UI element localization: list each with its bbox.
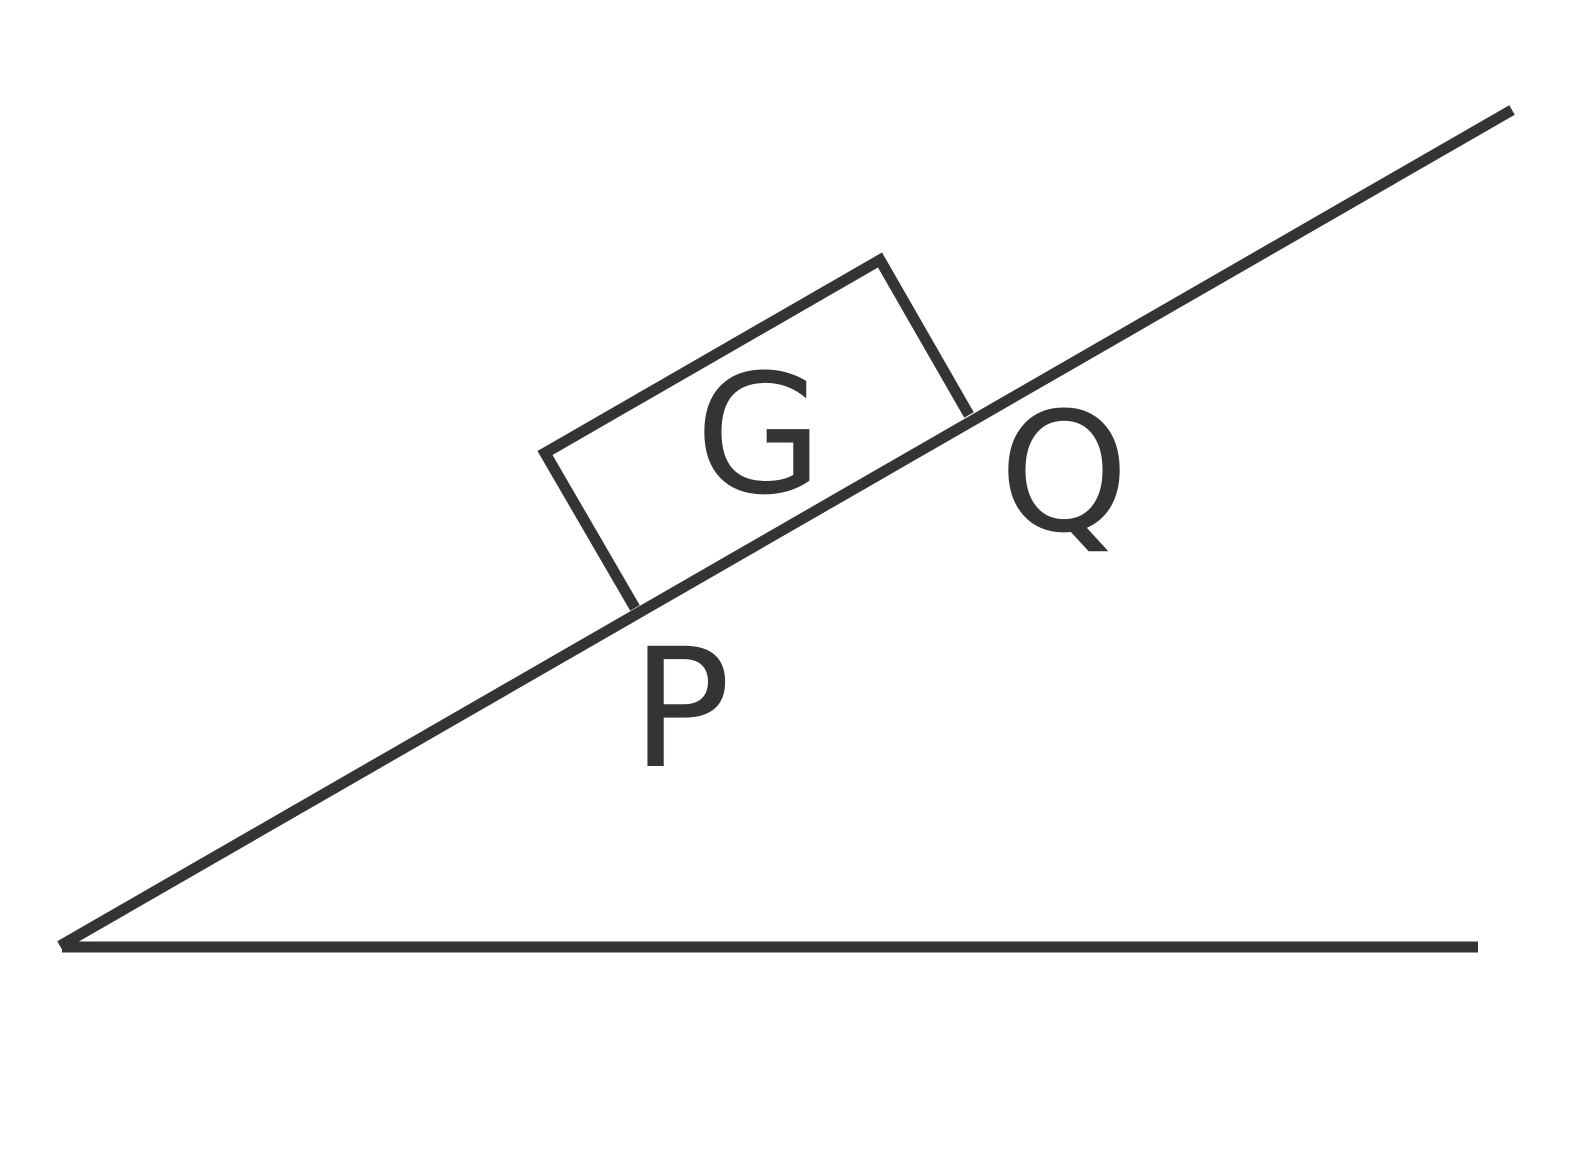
- block-outline: [537, 252, 974, 611]
- label-g: G: [695, 339, 823, 531]
- label-p: P: [631, 613, 731, 805]
- label-q: Q: [999, 377, 1129, 569]
- incline-line: [57, 105, 1515, 951]
